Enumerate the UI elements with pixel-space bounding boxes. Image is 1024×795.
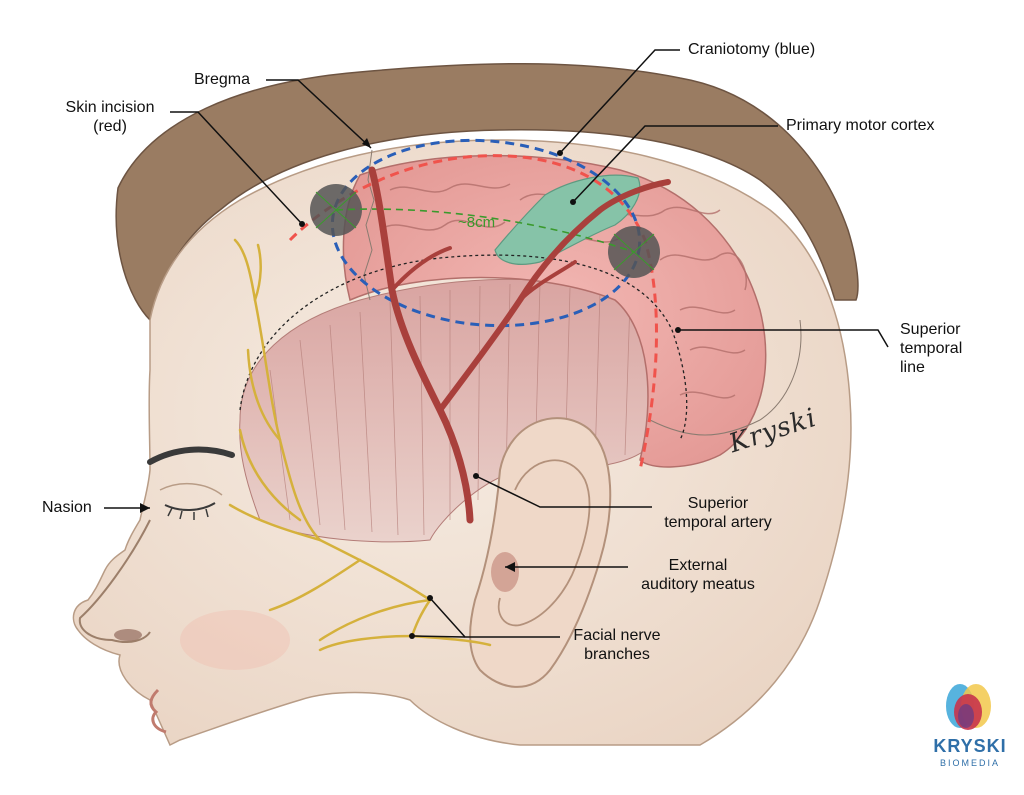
ear-inner — [497, 459, 591, 627]
leader-bregma — [266, 79, 372, 149]
label-bregma: Bregma — [194, 71, 251, 88]
kryski-biomedia-logo: KRYSKI BIOMEDIA — [930, 676, 1010, 786]
eyelashes — [167, 507, 209, 520]
ear-outer — [469, 417, 612, 688]
logo-mark-icon — [946, 684, 991, 730]
cheek-blush — [180, 610, 290, 670]
eyelid — [159, 482, 223, 496]
hair — [115, 63, 859, 322]
label-craniotomy: Craniotomy (blue) — [688, 41, 816, 58]
squamosal-suture — [649, 319, 802, 436]
leader-dots — [299, 150, 681, 639]
eyebrow — [147, 446, 235, 465]
logo-name: KRYSKI — [933, 736, 1007, 756]
label-external-auditory-meatus: External auditory meatus — [641, 557, 755, 593]
distance-line — [335, 208, 635, 253]
superior-temporal-line-curve — [239, 254, 688, 441]
motor-cortex-region — [494, 174, 641, 265]
leader-craniotomy — [559, 49, 680, 154]
label-facial-nerve-branches: Facial nerve branches — [573, 627, 661, 663]
leader-superior-temporal-artery — [475, 475, 652, 508]
label-nasion: Nasion — [42, 499, 92, 516]
distance-measurement: ~8cm — [458, 214, 496, 231]
leader-arrowheads — [140, 138, 515, 572]
leader-superior-temporal-line — [678, 329, 889, 348]
leader-facial-nerve-branches-b — [411, 635, 466, 638]
leader-skin-incision — [170, 111, 303, 225]
lips — [149, 688, 167, 734]
exposed-brain — [342, 154, 767, 468]
ear-canal — [491, 552, 519, 592]
brain-gyri — [379, 183, 747, 399]
label-skin-incision: Skin incision (red) — [65, 99, 155, 135]
nose-outline — [78, 519, 151, 643]
label-superior-temporal-line: Superior temporal line — [900, 321, 963, 376]
nostril — [114, 629, 142, 641]
logo-subtitle: BIOMEDIA — [939, 758, 1000, 768]
superficial-temporal-artery — [368, 166, 671, 524]
label-primary-motor-cortex: Primary motor cortex — [786, 117, 935, 134]
closed-eye — [164, 502, 216, 511]
leader-lines — [104, 49, 889, 638]
label-superior-temporal-artery: Superior temporal artery — [664, 495, 772, 531]
leader-motor-cortex — [572, 125, 778, 203]
